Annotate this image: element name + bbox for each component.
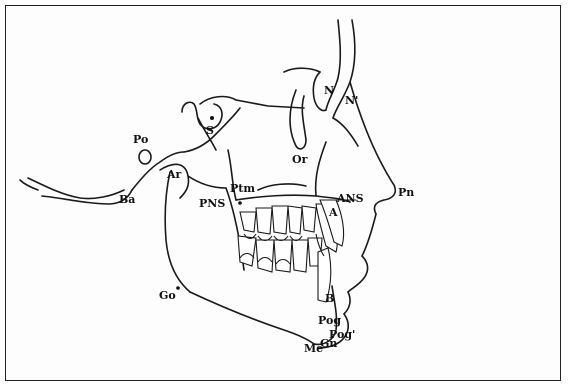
porion-circle xyxy=(139,150,151,164)
label-N: N xyxy=(324,84,334,97)
label-Pn: Pn xyxy=(398,186,414,199)
dentition xyxy=(238,200,344,302)
sella-turcica xyxy=(182,97,304,150)
label-B: B xyxy=(325,292,334,305)
label-N-soft: N' xyxy=(345,94,358,107)
label-Po: Po xyxy=(133,133,148,146)
label-Gn: Gn xyxy=(320,337,337,350)
label-Ar: Ar xyxy=(166,168,182,181)
label-S: S xyxy=(206,124,214,137)
label-PNS: PNS xyxy=(199,197,225,210)
cranial-base-contours xyxy=(20,108,240,204)
label-Pog: Pog xyxy=(318,314,341,327)
label-ANS: ANS xyxy=(336,192,364,205)
label-Go: Go xyxy=(159,289,176,302)
label-Or: Or xyxy=(292,153,308,166)
frontal-nasal-profile xyxy=(284,20,395,348)
label-A: A xyxy=(328,206,338,219)
label-Ba: Ba xyxy=(119,193,135,206)
label-Ptm: Ptm xyxy=(230,182,255,195)
